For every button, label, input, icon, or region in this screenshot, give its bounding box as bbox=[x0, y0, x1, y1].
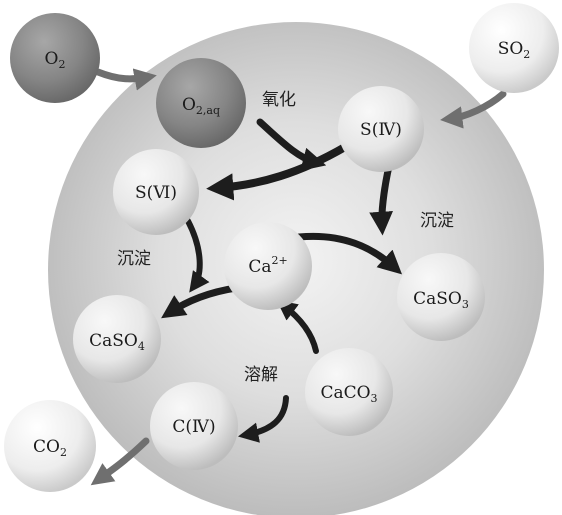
node-ca-sup: 2+ bbox=[271, 254, 287, 267]
node-so2-base: SO bbox=[498, 39, 524, 59]
arrow-ca-to-caso4 bbox=[161, 284, 240, 319]
node-caso3-ball bbox=[397, 253, 485, 341]
node-s6-label: S(Ⅵ) bbox=[135, 183, 177, 203]
edge-label-oxidation: 氧化 bbox=[262, 90, 296, 110]
node-caco3-base: CaCO bbox=[320, 383, 370, 403]
node-caco3-ball bbox=[305, 348, 393, 436]
node-o2-sub: 2 bbox=[58, 58, 65, 71]
node-caco3-sub: 3 bbox=[371, 392, 378, 405]
node-o2aq-ball bbox=[156, 58, 246, 148]
node-o2-base: O bbox=[45, 49, 59, 69]
node-caso3: CaSO3 bbox=[397, 253, 485, 341]
node-so2-ball bbox=[469, 3, 559, 93]
node-s4: S(Ⅳ) bbox=[338, 86, 424, 172]
node-c4-label: C(Ⅳ) bbox=[172, 417, 215, 437]
arrow-caco3-to-c4 bbox=[237, 395, 289, 443]
node-caso3-sub: 3 bbox=[462, 298, 469, 311]
arrow-s4-to-s6 bbox=[206, 143, 349, 201]
node-caso4: CaSO4 bbox=[73, 295, 161, 383]
node-s4-label: S(Ⅳ) bbox=[360, 120, 402, 140]
node-co2: CO2 bbox=[4, 400, 96, 492]
node-o2aq: O2,aq bbox=[156, 58, 246, 148]
node-co2-sub: 2 bbox=[60, 446, 67, 459]
node-s6: S(Ⅵ) bbox=[113, 149, 199, 235]
node-caso4-label: CaSO4 bbox=[89, 331, 145, 353]
node-ca-ball bbox=[224, 222, 312, 310]
node-c4: C(Ⅳ) bbox=[150, 382, 238, 470]
node-o2: O2 bbox=[10, 13, 100, 103]
edge-label-precipitation-left: 沉淀 bbox=[117, 249, 151, 269]
node-co2-label: CO2 bbox=[33, 437, 67, 459]
node-o2aq-sub: 2,aq bbox=[196, 104, 220, 117]
node-o2aq-label: O2,aq bbox=[182, 95, 220, 117]
arrow-caco3-to-ca bbox=[276, 300, 319, 354]
arrow-s6-to-caso4 bbox=[185, 218, 210, 293]
node-o2aq-base: O bbox=[182, 95, 196, 115]
node-caco3-label: CaCO3 bbox=[320, 383, 377, 405]
edge-label-precipitation-right: 沉淀 bbox=[420, 211, 454, 231]
arrow-so2-to-s4 bbox=[440, 90, 507, 129]
arrow-o2-to-o2aq bbox=[94, 68, 157, 91]
node-caso4-sub: 4 bbox=[138, 340, 145, 353]
arrow-ca-to-caso3 bbox=[295, 232, 403, 275]
node-c4-ball bbox=[150, 382, 238, 470]
node-so2-sub: 2 bbox=[523, 48, 530, 61]
node-caso4-ball bbox=[73, 295, 161, 383]
node-caso4-base: CaSO bbox=[89, 331, 138, 351]
node-caso3-base: CaSO bbox=[413, 289, 462, 309]
node-so2: SO2 bbox=[469, 3, 559, 93]
arrow-c4-to-co2 bbox=[90, 437, 150, 486]
node-co2-ball bbox=[4, 400, 96, 492]
node-s6-ball bbox=[113, 149, 199, 235]
node-ca: Ca2+ bbox=[224, 222, 312, 310]
node-o2-ball bbox=[10, 13, 100, 103]
node-so2-label: SO2 bbox=[498, 39, 531, 61]
node-o2-label: O2 bbox=[45, 49, 66, 71]
node-ca-base: Ca bbox=[248, 257, 271, 277]
node-caco3: CaCO3 bbox=[305, 348, 393, 436]
node-co2-base: CO bbox=[33, 437, 60, 457]
edge-label-dissolution: 溶解 bbox=[244, 365, 278, 385]
node-caso3-label: CaSO3 bbox=[413, 289, 469, 311]
node-ca-label: Ca2+ bbox=[248, 254, 287, 277]
node-s4-ball bbox=[338, 86, 424, 172]
